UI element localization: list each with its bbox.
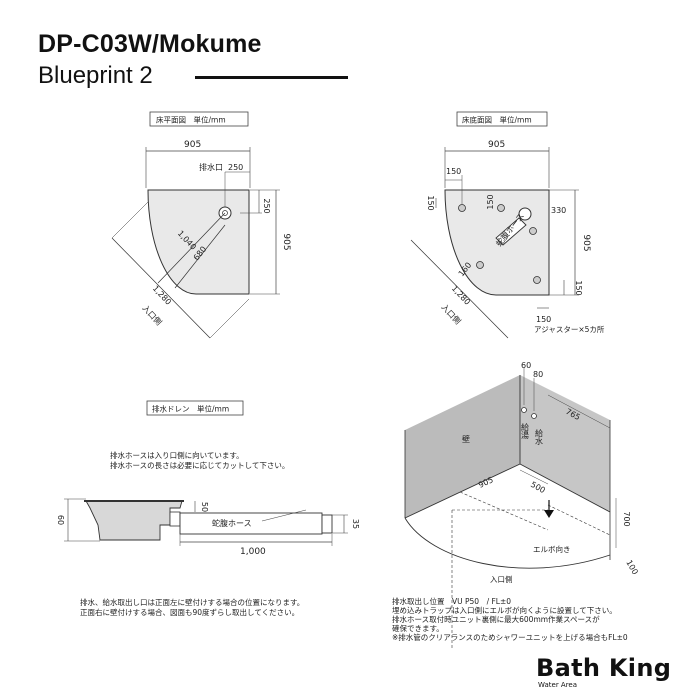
drain-note-2: 排水ホースの長さは必要に応じてカットして下さい。 (110, 460, 289, 470)
dim-905-top: 905 (184, 140, 201, 150)
page-subtitle: Blueprint 2 (38, 62, 153, 89)
base-dim-330: 330 (551, 206, 566, 215)
floor-plan-caption: 床平面図 単位/mm (156, 115, 226, 125)
drain-footnote-1: 排水、給水取出し口は正面左に壁付けする場合の位置になります。 (80, 597, 304, 607)
elbow-label: エルボ向き (533, 544, 571, 554)
iso-dim-700: 700 (622, 511, 631, 526)
page-title: DP-C03W/Mokume (38, 30, 262, 58)
base-dim-150-bottom: 150 (536, 315, 551, 324)
base-dim-150-mid: 150 (486, 194, 495, 209)
base-plan-panel: 床底面図 単位/mm 905 150 150 150 蛇腹ホース 330 905… (410, 111, 605, 339)
dim-250-b: 250 (262, 198, 271, 213)
brand-logo: Bath King (536, 654, 672, 682)
dim-1280: 1,280 (151, 284, 173, 307)
dim-line-680 (174, 224, 226, 289)
dim-line-1040 (157, 212, 226, 284)
adjuster-3 (529, 227, 537, 235)
elbow-arrow-icon (544, 510, 554, 518)
cold-water-label: 給水 (535, 428, 544, 445)
cold-water-pipe (531, 413, 537, 419)
dim-905-top-2: 905 (488, 140, 505, 150)
entrance-label-1: 入口側 (140, 303, 164, 327)
title-rule (195, 76, 348, 79)
floor-tray-shape (147, 189, 250, 295)
hose-bar (495, 217, 527, 246)
drain-panel: 排水ドレン 単位/mm 排水ホースは入り口側に向いています。 排水ホースの長さは… (56, 400, 360, 617)
drain-caption: 排水ドレン 単位/mm (152, 404, 229, 414)
isometric-panel: 60 80 765 給湯 給水 壁 905 500 700 エルボ向き 100 … (392, 361, 640, 648)
drain-dim-35: 35 (351, 519, 360, 529)
base-dim-905-side: 905 (581, 234, 591, 251)
floor-plan-panel: 床平面図 単位/mm 905 排水口 250 250 905 1,040 680… (111, 111, 291, 339)
entrance-label-3: 入口側 (490, 574, 513, 584)
adjuster-1 (458, 204, 466, 212)
adjuster-2 (497, 204, 505, 212)
adjuster-5 (533, 276, 541, 284)
base-dim-150-left: 150 (426, 195, 435, 210)
left-wall (405, 375, 520, 518)
right-wall (520, 375, 610, 512)
tray-curve (404, 517, 611, 569)
dim-250-a: 250 (228, 163, 243, 172)
iso-note-2: 埋め込みトラップは入口側にエルボが向くように設置して下さい。 (392, 605, 617, 615)
iso-dim-100: 100 (624, 559, 639, 577)
floor-plan-caption-box (149, 111, 249, 127)
base-plan-caption: 床底面図 単位/mm (462, 115, 532, 125)
drain-dim-60: 60 (56, 515, 65, 525)
dim-line-1280 (111, 237, 211, 339)
adjuster-4 (476, 261, 484, 269)
wall-label: 壁 (462, 434, 470, 444)
entrance-label-2: 入口側 (439, 302, 463, 326)
iso-note-1: 排水取出し位置 VU P50 / FL±0 (392, 596, 511, 606)
iso-note-3: 排水ホース取付時ユニット裏側に最大600mm作業スペースが (392, 614, 600, 624)
drain-note-1: 排水ホースは入り口側に向いています。 (110, 450, 244, 460)
base-dim-150-right: 150 (574, 280, 583, 295)
dim-905-side: 905 (281, 233, 291, 250)
drain-dim-50: 50 (200, 502, 209, 512)
drain-circle-2 (518, 207, 532, 221)
brand-tagline: Water Area (538, 681, 578, 689)
hot-water-label: 給湯 (521, 422, 530, 440)
iso-dim-80: 80 (533, 370, 543, 379)
iso-dim-60: 60 (521, 361, 531, 370)
adjuster-note: アジャスター×5カ所 (534, 324, 605, 334)
iso-note-5: ※排水管のクリアランスのためシャワーユニットを上げる場合もFL±0 (392, 632, 628, 642)
base-dim-150-top: 150 (446, 167, 461, 176)
drain-label: 排水口 (199, 162, 223, 172)
drain-dim-1000: 1,000 (240, 547, 266, 557)
iso-note-4: 確保できます。 (392, 623, 444, 633)
base-dim-1280: 1,280 (450, 284, 472, 307)
drain-trap (85, 500, 183, 541)
drain-footnote-2: 正面右に壁付けする場合、図面も90度ずらし取出してください。 (80, 607, 299, 617)
hot-water-pipe (521, 407, 527, 413)
drain-hose-label: 蛇腹ホース (212, 518, 252, 528)
